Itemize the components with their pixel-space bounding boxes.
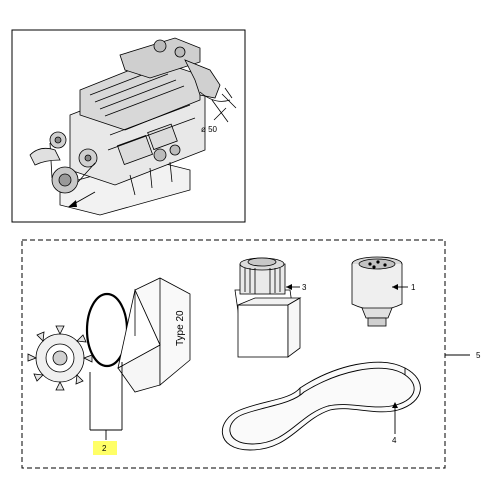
callout-2-highlight: [93, 441, 117, 455]
fuel-filter-icon: [351, 256, 403, 327]
callout-4: 4: [392, 436, 397, 445]
leader-arrowheads: [286, 284, 398, 408]
callout-2: 2: [102, 444, 107, 453]
box-type-label: Type 20: [175, 310, 186, 346]
callout-5: 5: [476, 351, 481, 360]
impeller-icon: [27, 325, 93, 391]
oil-filter-icon: [234, 257, 302, 358]
kit-panel: [21, 239, 446, 469]
diameter-dimension: [211, 87, 237, 123]
callout-3: 3: [302, 283, 307, 292]
diameter-label: ø 50: [201, 125, 218, 134]
box-icon: [117, 277, 191, 393]
pump-pointer-arrow: [68, 191, 96, 207]
engine-icon: [29, 37, 231, 216]
callout-1: 1: [411, 283, 416, 292]
drive-belt-icon: [222, 361, 421, 451]
